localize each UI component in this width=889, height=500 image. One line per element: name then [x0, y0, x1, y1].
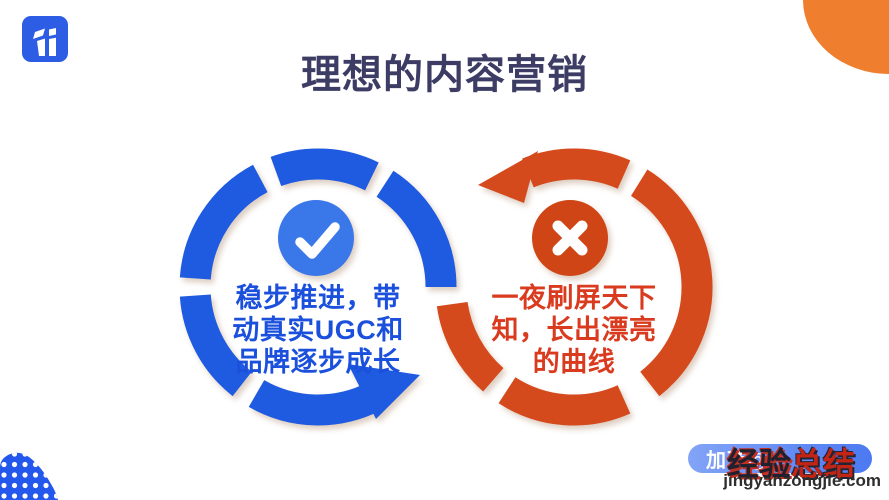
red-cycle-caption: 一夜刷屏天下 知，长出漂亮 的曲线	[454, 282, 694, 378]
checkmark-badge	[278, 200, 354, 276]
author-badge-label: 加玮@	[706, 450, 769, 472]
watermark-text-front: 经验	[726, 446, 791, 482]
slide-title: 理想的内容营销	[301, 53, 588, 97]
red-arrow-icon	[478, 151, 538, 203]
red-ring-arc	[436, 148, 713, 426]
blue-cycle-caption: 稳步推进，带 动真实UGC和 品牌逐步成长	[198, 282, 438, 378]
caption-line: 知，长出漂亮	[491, 315, 657, 345]
blue-ring-arc	[179, 148, 457, 426]
checkmark-icon	[295, 222, 340, 259]
caption-line: 动真实UGC和	[232, 315, 404, 345]
author-badge: 加玮@	[688, 444, 872, 473]
brand-logo-icon	[33, 28, 56, 56]
blue-cycle-diagram	[179, 148, 457, 426]
watermark-logo: 经验总结	[727, 439, 855, 485]
watermark-text-back: 总结	[790, 446, 855, 482]
polka-dots-decoration	[0, 452, 58, 500]
brand-logo	[22, 16, 68, 62]
caption-line: 的曲线	[532, 347, 616, 377]
caption-line: 一夜刷屏天下	[491, 283, 657, 313]
caption-line: 稳步推进，带	[235, 283, 401, 313]
red-cycle-diagram	[436, 148, 713, 426]
caption-line: 品牌逐步成长	[235, 347, 401, 377]
watermark-url: jingyanzongjie.com	[723, 471, 881, 490]
blue-arrow-icon	[348, 364, 420, 419]
cross-icon	[552, 220, 588, 256]
